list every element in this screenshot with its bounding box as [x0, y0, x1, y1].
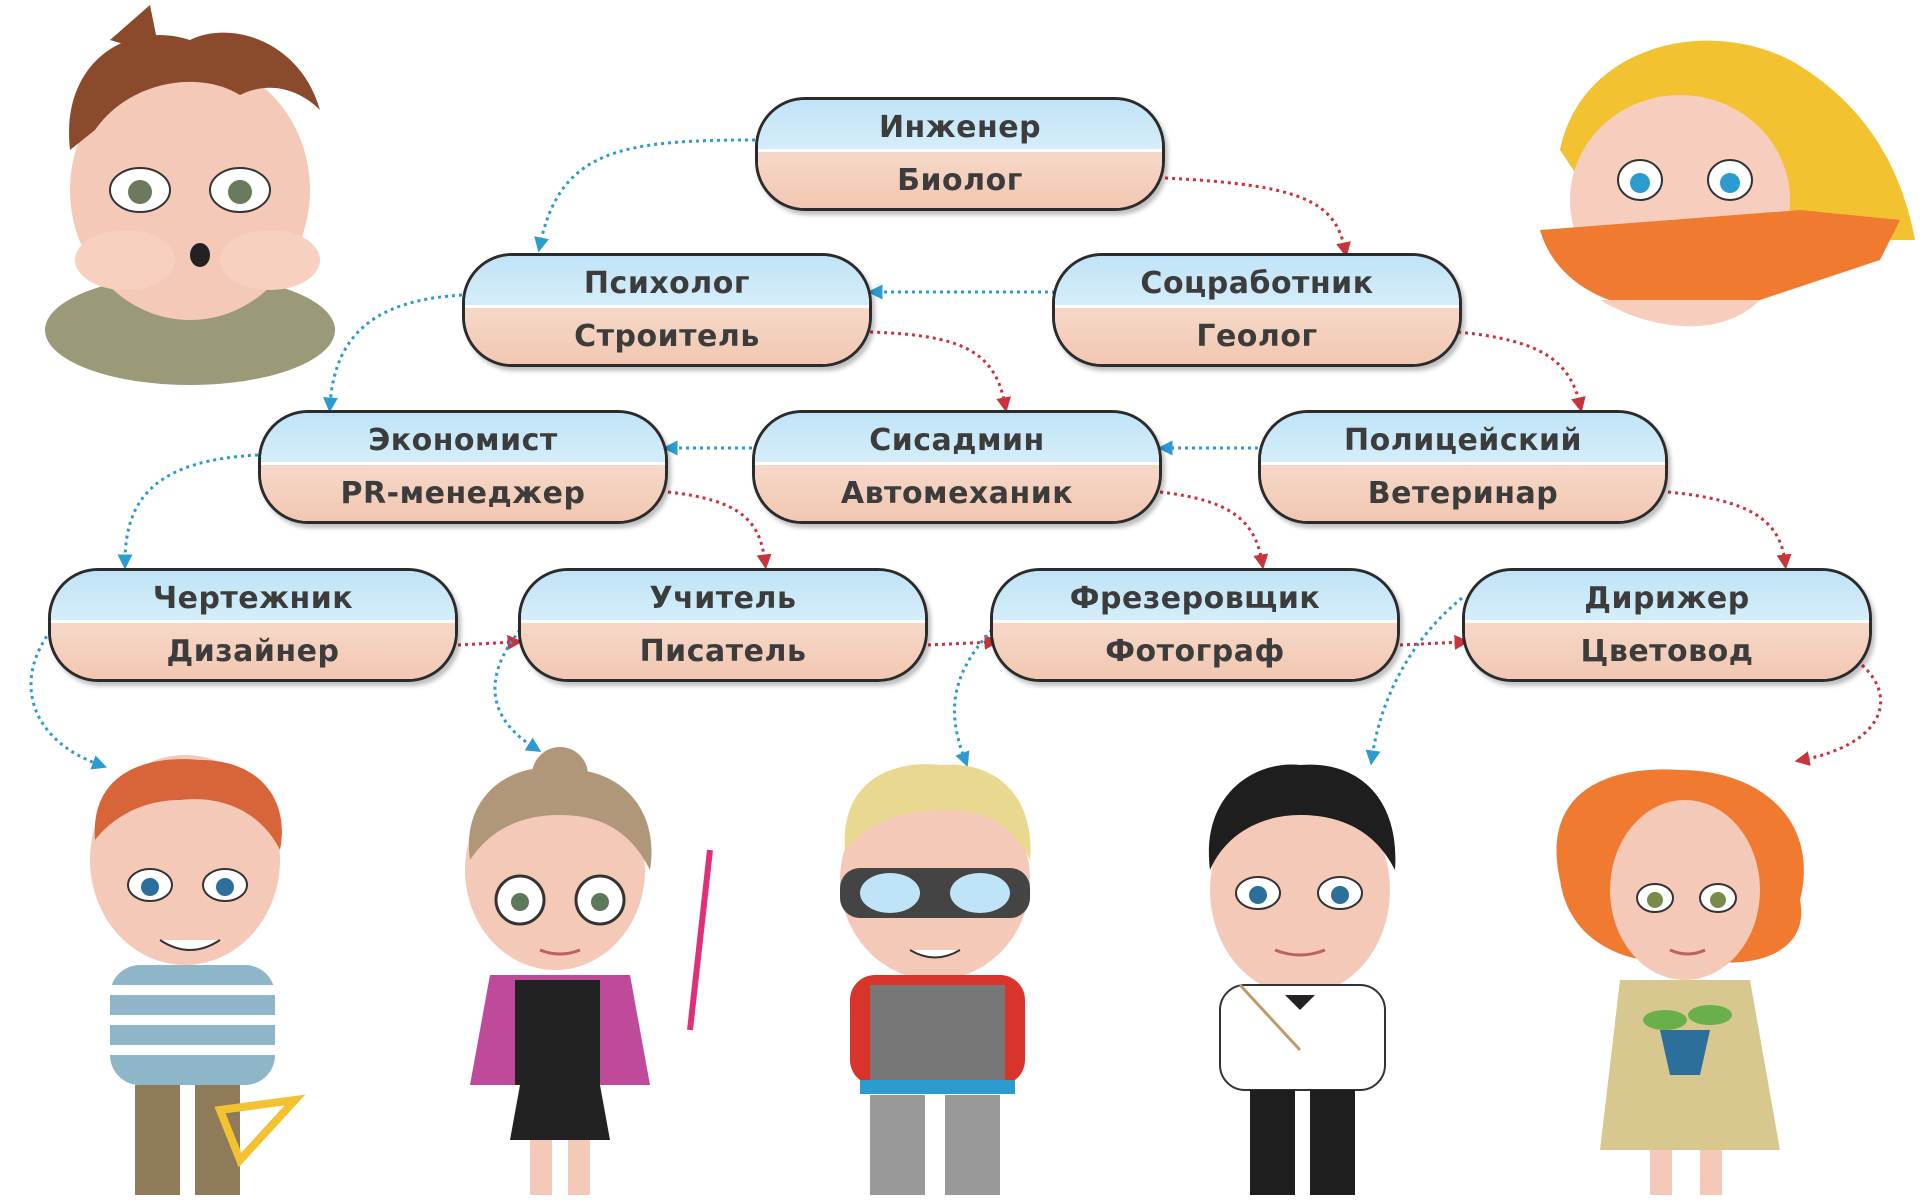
arrow-frezerovschik-to-machinist [953, 628, 994, 768]
node-ekonomist-pr: Экономист PR-менеджер [258, 410, 668, 524]
node-bottom-label: Писатель [639, 633, 807, 669]
node-psiholog-stroitel: Психолог Строитель [462, 253, 872, 367]
arrow-geolog-to-policejskij [1457, 330, 1586, 413]
arrow-ekonomist-to-chertezhnik [117, 453, 259, 570]
node-socrabotnik-geolog: Соцработник Геолог [1052, 253, 1462, 367]
node-top-label: Учитель [649, 581, 797, 616]
node-top-label: Чертежник [152, 581, 354, 616]
arrow-psiholog-to-ekonomist [323, 293, 463, 413]
arrow-avtomehanik-to-frezerovschik [1159, 490, 1269, 570]
node-top-label: Психолог [583, 266, 751, 301]
node-bottom-label: Геолог [1196, 318, 1318, 354]
node-top-label: Экономист [368, 423, 558, 458]
node-frezerovschik-fotograf: Фрезеровщик Фотограф [990, 568, 1400, 682]
node-bottom-label: Цветовод [1580, 633, 1754, 669]
node-policejskij-veterinar: Полицейский Ветеринар [1258, 410, 1668, 524]
arrow-veterinar-to-dirizher [1667, 490, 1792, 570]
node-top-label: Инженер [878, 110, 1042, 145]
arrow-dirizher-to-conductor [1365, 596, 1463, 766]
node-top-label: Сисадмин [869, 423, 1045, 458]
arrow-dizajner-to-uchitel [457, 634, 523, 650]
node-sisadmin-avtomehanik: Сисадмин Автомеханик [752, 410, 1162, 524]
node-bottom-label: Строитель [574, 318, 760, 354]
node-top-label: Соцработник [1140, 266, 1374, 301]
node-ingener-biolog: Инженер Биолог [755, 97, 1165, 211]
node-bottom-label: PR-менеджер [340, 475, 586, 511]
node-top-label: Дирижер [1584, 581, 1750, 616]
node-bottom-label: Дизайнер [166, 633, 340, 669]
arrow-ingener-to-psiholog [534, 138, 756, 253]
node-bottom-label: Автомеханик [840, 475, 1074, 511]
node-top-label: Фрезеровщик [1069, 581, 1321, 616]
node-top-label: Полицейский [1344, 423, 1582, 458]
node-dirizher-cvetovod: Дирижер Цветовод [1462, 568, 1872, 682]
node-chertezhnik-dizajner: Чертежник Дизайнер [48, 568, 458, 682]
arrow-pr-to-uchitel [667, 490, 772, 570]
node-bottom-label: Фотограф [1105, 633, 1285, 669]
node-bottom-label: Ветеринар [1367, 475, 1559, 511]
arrow-fotograf-to-dirizher [1399, 634, 1470, 650]
node-uchitel-pisatel: Учитель Писатель [518, 568, 928, 682]
arrow-cvetovod-to-florist [1794, 663, 1883, 766]
node-bottom-label: Биолог [897, 162, 1023, 198]
arrow-stroitel-to-sisadmin [869, 330, 1012, 413]
arrow-biolog-to-socrabotnik [1164, 176, 1351, 258]
